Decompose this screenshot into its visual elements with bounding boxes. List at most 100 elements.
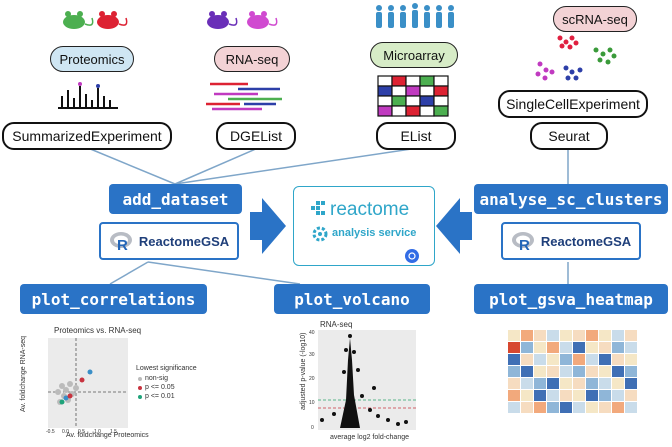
reactomegsa-text-left: ReactomeGSA (138, 233, 230, 249)
plot-volcano-function: plot_volcano (274, 284, 430, 314)
y-tick-2: 10 (309, 400, 315, 406)
heatmap-cell (560, 330, 572, 341)
volcano-dense-area (340, 338, 360, 428)
heatmap-cell (599, 342, 611, 353)
reactome-name: reactome (330, 199, 410, 220)
dgelist-box: DGEList (216, 122, 296, 150)
analyse-sc-clusters-function: analyse_sc_clusters (474, 184, 668, 214)
legend-item-p001: p <= 0.01 (145, 393, 175, 400)
reactome-analysis-service: reactome analysis service (293, 186, 435, 266)
heatmap-cell (521, 354, 533, 365)
heatmap-cell (560, 354, 572, 365)
heatmap-cell (547, 354, 559, 365)
heatmap-cell (612, 390, 624, 401)
heatmap-cell (612, 366, 624, 377)
reactome-logo-icon (311, 201, 325, 215)
r-logo-icon: R (511, 232, 534, 252)
scrnaseq-label: scRNA-seq (553, 6, 637, 32)
heatmap-cell (521, 366, 533, 377)
heatmap-cell (534, 330, 546, 341)
arrow-right (250, 198, 286, 254)
heatmap-cell (625, 342, 637, 353)
microarray-grid-icon (377, 75, 449, 117)
y-tick-3: 20 (309, 376, 315, 382)
microarray-label: Microarray (370, 42, 458, 68)
heatmap-cell (508, 354, 520, 365)
heatmap-cell (586, 366, 598, 377)
heatmap-cell (534, 354, 546, 365)
y-tick-4: 30 (309, 352, 315, 358)
kubernetes-icon (405, 249, 419, 263)
heatmap-cell (534, 366, 546, 377)
heatmap-cell (599, 390, 611, 401)
seurat-box: Seurat (530, 122, 608, 150)
heatmap-cell (586, 330, 598, 341)
x-tick-4: 1.0 (94, 429, 101, 435)
plot-gsva-heatmap-function: plot_gsva_heatmap (474, 284, 668, 314)
y-tick-1: 0 (311, 425, 314, 431)
people-icon (376, 3, 454, 28)
mouse-icon-green (63, 11, 94, 29)
heatmap-cell (625, 402, 637, 413)
heatmap-cell (521, 402, 533, 413)
correlation-title: Proteomics vs. RNA-seq (54, 326, 142, 335)
heatmap-cell (573, 366, 585, 377)
heatmap-cell (534, 390, 546, 401)
r-logo-icon: R (109, 232, 132, 252)
rnaseq-label: RNA-seq (214, 46, 290, 72)
volcano-title: RNA-seq (320, 320, 353, 329)
heatmap-cell (508, 330, 520, 341)
x-tick-3: 0.5 (78, 429, 85, 435)
nonsig-points (55, 381, 79, 405)
heatmap-cell (612, 354, 624, 365)
heatmap-cell (547, 390, 559, 401)
peak-markers (78, 82, 100, 88)
heatmap-cell (521, 378, 533, 389)
heatmap-cell (612, 330, 624, 341)
analysis-service-label: analysis service (332, 227, 417, 239)
heatmap-cell (573, 390, 585, 401)
heatmap-cell (586, 378, 598, 389)
mass-spec-icon (58, 86, 118, 109)
reactomegsa-logo-left: R ReactomeGSA (99, 222, 239, 260)
heatmap-cell (560, 402, 572, 413)
heatmap-cell (560, 378, 572, 389)
heatmap-cell (560, 390, 572, 401)
sequencing-reads-icon (206, 82, 282, 111)
heatmap-cell (547, 342, 559, 353)
elist-box: EList (376, 122, 456, 150)
heatmap-cell (508, 402, 520, 413)
heatmap-cell (573, 378, 585, 389)
svg-text:R: R (519, 237, 530, 252)
correlation-xlabel: Av. foldchange Proteomics (66, 432, 149, 439)
correlation-legend-title: Lowest significance (136, 365, 197, 372)
heatmap-cell (625, 354, 637, 365)
heatmap-cell (586, 402, 598, 413)
reactomegsa-logo-right: R ReactomeGSA (501, 222, 641, 260)
heatmap-cell (573, 402, 585, 413)
heatmap-cell (612, 378, 624, 389)
heatmap-cell (508, 342, 520, 353)
heatmap-cell (547, 366, 559, 377)
heatmap-cell (560, 366, 572, 377)
heatmap-cell (625, 390, 637, 401)
heatmap-cell (612, 402, 624, 413)
heatmap-cell (547, 330, 559, 341)
reactomegsa-text-right: ReactomeGSA (540, 233, 632, 249)
volcano-points (320, 334, 408, 426)
heatmap-cell (599, 402, 611, 413)
gear-icon (312, 226, 328, 242)
heatmap-cell (521, 390, 533, 401)
mouse-icon-purple (207, 11, 238, 29)
heatmap-cell (625, 366, 637, 377)
summarizedexperiment-box: SummarizedExperiment (2, 122, 172, 150)
heatmap-cell (599, 354, 611, 365)
heatmap-cell (547, 402, 559, 413)
heatmap-cell (534, 378, 546, 389)
heatmap-cell (534, 402, 546, 413)
heatmap-cell (573, 342, 585, 353)
